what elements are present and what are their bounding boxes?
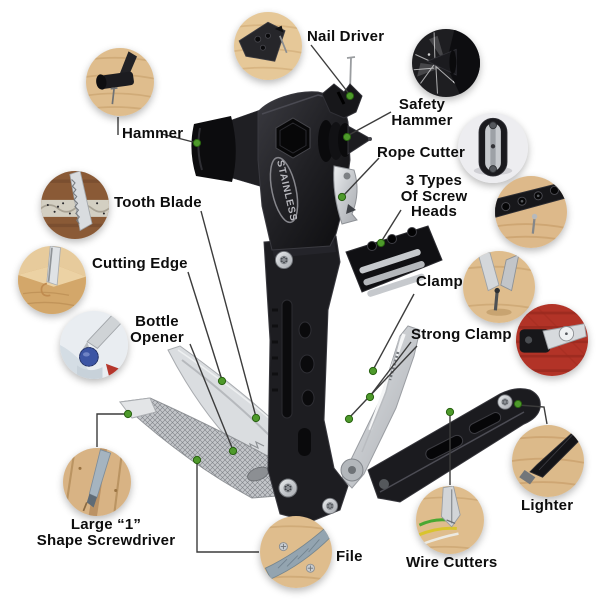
label-lighter: Lighter	[521, 497, 574, 514]
leader-lighter	[517, 404, 548, 425]
anchor-dot-file	[192, 455, 202, 465]
anchor-dot-screw-heads	[376, 238, 386, 248]
anchor-dot-strong-clamp-2	[344, 414, 354, 424]
leader-rope-cutter	[342, 157, 380, 197]
label-clamp: Clamp	[416, 273, 463, 290]
leader-clamp	[372, 293, 415, 371]
label-file: File	[336, 548, 363, 565]
label-hammer: Hammer	[122, 125, 184, 142]
inset-tooth-blade-photo	[41, 171, 109, 239]
anchor-dot-rope-cutter	[337, 192, 347, 202]
file-blade	[118, 397, 303, 499]
leader-bottle-opener	[189, 343, 234, 451]
anchor-dot-safety-hammer	[342, 132, 352, 142]
label-tooth-blade: Tooth Blade	[114, 194, 202, 211]
pliers-head	[340, 325, 421, 489]
inset-cutting-edge-photo	[18, 246, 86, 314]
anchor-dot-clamp	[368, 366, 378, 376]
leader-tooth-blade	[200, 210, 257, 418]
leader-screwdriver	[96, 413, 128, 447]
leader-lines	[96, 44, 548, 553]
leader-strong-clamp-2	[348, 345, 418, 419]
anchor-dot-cutting-edge	[217, 376, 227, 386]
inset-nail-driver-photo	[234, 12, 302, 80]
label-screw-heads: 3 Types Of Screw Heads	[400, 172, 468, 221]
leader-hammer-2	[161, 133, 198, 144]
anchor-dot-strong-clamp	[365, 392, 375, 402]
leader-safety-hammer	[346, 111, 392, 137]
anchor-dot-wire-cutters	[445, 407, 455, 417]
anchor-dot-hammer	[192, 138, 202, 148]
anchor-dot-screwdriver	[123, 409, 133, 419]
inset-file-photo	[260, 516, 332, 588]
inset-clamp-photo	[463, 251, 535, 323]
label-safety-hammer: Safety Hammer	[391, 96, 453, 129]
label-rope-cutter: Rope Cutter	[377, 144, 466, 161]
leader-screw-heads	[380, 209, 402, 243]
inset-large-screwdriver-photo	[63, 448, 131, 516]
inset-strong-clamp-photo	[516, 304, 588, 376]
label-strong-clamp: Strong Clamp	[411, 326, 512, 343]
leader-nail-driver	[310, 44, 351, 96]
safety-hammer-cone	[318, 120, 372, 162]
anchor-dot-lighter	[513, 399, 523, 409]
leader-cutting-edge	[187, 271, 223, 381]
hammer-head: STAINLESS	[191, 56, 443, 297]
label-wire-cutters: Wire Cutters	[406, 554, 498, 571]
inset-bottle-opener-photo	[60, 311, 128, 379]
label-cutting-edge: Cutting Edge	[92, 255, 188, 272]
second-handle	[367, 388, 541, 503]
inset-safety-hammer-photo	[412, 29, 480, 97]
inset-wire-cutters-photo	[416, 486, 484, 554]
leader-strong-clamp	[369, 341, 412, 397]
label-bottle-opener: Bottle Opener	[130, 313, 184, 346]
anchor-dot-nail-driver	[345, 91, 355, 101]
anchor-dot-bottle-opener	[228, 446, 238, 456]
inset-rope-cutter-photo	[458, 113, 528, 183]
label-large-screwdriver: Large “1” Shape Screwdriver	[36, 516, 176, 549]
inset-lighter-photo	[512, 425, 584, 497]
anchor-dots	[123, 91, 523, 465]
inset-hammer-photo	[86, 48, 154, 116]
inset-screw-heads-photo	[495, 176, 567, 248]
screw-bits-holder	[345, 225, 443, 297]
hammer-striking-face	[191, 116, 236, 182]
anchor-dot-tooth-blade	[251, 413, 261, 423]
main-handle	[263, 235, 349, 523]
label-nail-driver: Nail Driver	[307, 28, 385, 45]
leader-file	[196, 461, 259, 553]
